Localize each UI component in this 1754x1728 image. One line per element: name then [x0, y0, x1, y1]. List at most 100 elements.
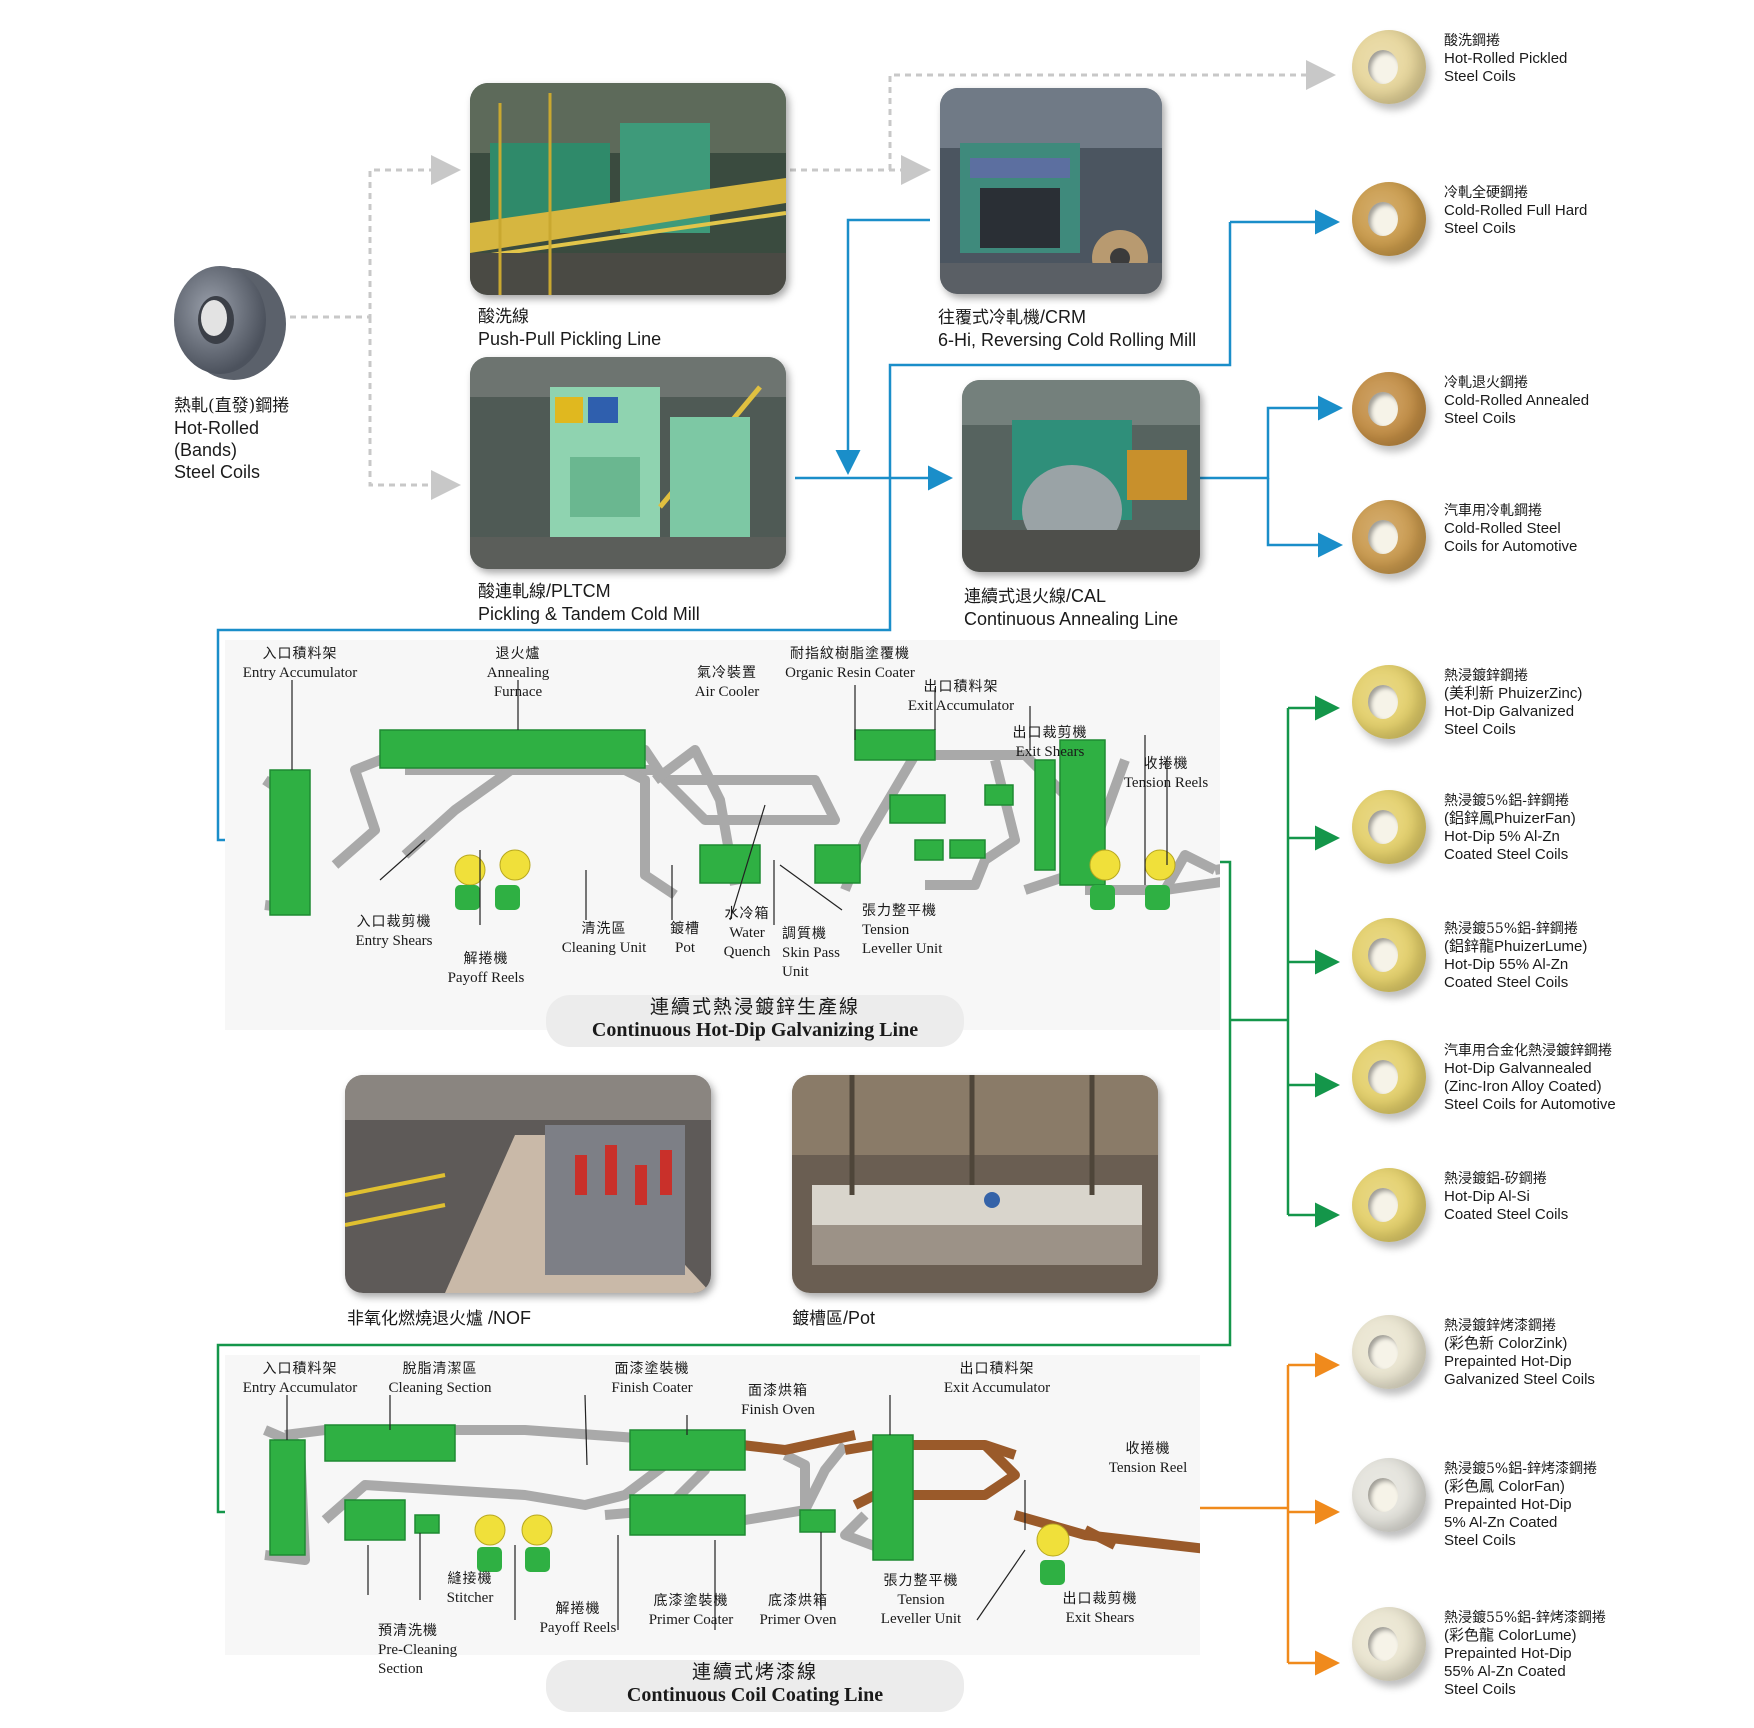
cal-caption: 連續式退火線/CAL Continuous Annealing Line: [964, 585, 1178, 630]
product-label-zh: 冷軋全硬鋼捲: [1444, 185, 1528, 201]
product-label-line: 55% Al-Zn Coated: [1444, 1663, 1566, 1680]
product-coil-icon: [1352, 372, 1426, 446]
cgl-air-cooler: [854, 729, 936, 761]
cgl-resin-coater: [984, 784, 1014, 806]
product-label-line: Hot-Dip 55% Al-Zn: [1444, 956, 1569, 973]
product-label-line: Hot-Dip Al-Si: [1444, 1188, 1530, 1205]
crm-abbr: /CRM: [1040, 307, 1086, 327]
ccl-finish-oven: [629, 1429, 746, 1471]
product-label-zh: 熱浸鍍鋅鋼捲: [1444, 668, 1528, 684]
product-label-line: Prepainted Hot-Dip: [1444, 1353, 1572, 1370]
product-label-line: (Zinc-Iron Alloy Coated): [1444, 1078, 1602, 1095]
cgl-pot: [814, 844, 861, 884]
product-label-line: Steel Coils for Automotive: [1444, 1096, 1616, 1113]
nof-photo: [345, 1075, 711, 1293]
crm-photo: [940, 88, 1162, 294]
cal-abbr: /CAL: [1066, 586, 1107, 606]
product-label-line: Hot-Rolled Pickled: [1444, 50, 1568, 67]
product-coil-icon: [1352, 1168, 1426, 1242]
hot-rolled-line-1: Hot-Rolled: [174, 418, 260, 438]
product-label-line: Cold-Rolled Full Hard: [1444, 202, 1588, 219]
crm-en: 6-Hi, Reversing Cold Rolling Mill: [938, 330, 1197, 350]
nof-caption: 非氧化燃燒退火爐 /NOF: [347, 1307, 531, 1330]
product-label-zh: 熱浸鍍鋅烤漆鋼捲: [1444, 1318, 1556, 1334]
ccl-tension-leveller: [799, 1509, 836, 1533]
pot-en: /Pot: [843, 1308, 876, 1328]
product-label-zh: 熱浸鍍55%鋁-鋅烤漆鋼捲: [1444, 1610, 1606, 1626]
product-label-line: Hot-Dip 5% Al-Zn: [1444, 828, 1560, 845]
product-label-line: Galvanized Steel Coils: [1444, 1371, 1595, 1388]
ccl-schematic: [225, 1355, 1200, 1655]
product-label-zh: 冷軋退火鋼捲: [1444, 375, 1528, 391]
pickling-en: Push-Pull Pickling Line: [478, 329, 662, 349]
product-label-line: Prepainted Hot-Dip: [1444, 1645, 1572, 1662]
product-label-line: (彩色鳳 ColorFan): [1444, 1478, 1565, 1495]
hot-rolled-coil-image: [168, 262, 288, 382]
hot-rolled-line-2: (Bands): [174, 440, 238, 460]
product-coil-icon: [1352, 918, 1426, 992]
product-label-line: (美利新 PhuizerZinc): [1444, 685, 1583, 702]
ccl-entry-accumulator: [269, 1439, 306, 1556]
hot-rolled-zh: 熱軋(直發)鋼捲: [174, 396, 290, 416]
product-label: 熱浸鍍鋅鋼捲(美利新 PhuizerZinc)Hot-Dip Galvanize…: [1444, 667, 1582, 739]
ccl-stitcher: [414, 1514, 440, 1534]
ccl-exit-accumulator: [872, 1434, 914, 1561]
product-label-line: Steel Coils: [1444, 410, 1516, 427]
product-label-line: Prepainted Hot-Dip: [1444, 1496, 1572, 1513]
product-label-line: Cold-Rolled Annealed: [1444, 392, 1590, 409]
product-label-line: (彩色新 ColorZink): [1444, 1335, 1568, 1352]
product-coil-icon: [1352, 665, 1426, 739]
product-coil-icon: [1352, 1458, 1426, 1532]
product-label-zh: 汽車用冷軋鋼捲: [1444, 503, 1542, 519]
orange-arrows: [1195, 1352, 1340, 1676]
product-label: 熱浸鍍5%鋁-鋅烤漆鋼捲(彩色鳳 ColorFan)Prepainted Hot…: [1444, 1460, 1597, 1550]
product-label-line: (鋁鋅龍PhuizerLume): [1444, 938, 1588, 955]
blue-arrows: [216, 209, 1343, 853]
product-coil-icon: [1352, 1040, 1426, 1114]
product-label-line: Steel Coils: [1444, 220, 1516, 237]
product-label-zh: 熱浸鍍鋁-矽鋼捲: [1444, 1171, 1547, 1187]
product-label: 熱浸鍍55%鋁-鋅鋼捲(鋁鋅龍PhuizerLume)Hot-Dip 55% A…: [1444, 920, 1587, 992]
cgl-water-quench: [889, 794, 946, 824]
pickling-zh: 酸洗線: [478, 307, 529, 327]
pot-zh: 鍍槽區: [792, 1309, 843, 1329]
product-coil-icon: [1352, 500, 1426, 574]
pickling-line-photo: [470, 83, 786, 295]
product-label-line: Steel Coils: [1444, 1681, 1516, 1698]
product-label-line: Steel Coils: [1444, 1532, 1516, 1549]
product-label-line: Hot-Dip Galvannealed: [1444, 1060, 1592, 1077]
cgl-annealing-furnace: [379, 729, 646, 769]
dashed-gray-arrows: [290, 60, 1336, 500]
cgl-title: 連續式熱浸鍍鋅生產線 Continuous Hot-Dip Galvanizin…: [546, 995, 964, 1047]
product-label-zh: 熱浸鍍5%鋁-鋅烤漆鋼捲: [1444, 1461, 1597, 1477]
product-label-line: Coated Steel Coils: [1444, 1206, 1569, 1223]
cgl-skin-pass: [914, 839, 944, 861]
ccl-title: 連續式烤漆線 Continuous Coil Coating Line: [546, 1660, 964, 1712]
product-label-line: (彩色龍 ColorLume): [1444, 1627, 1577, 1644]
cgl-cleaning-unit: [699, 844, 761, 884]
